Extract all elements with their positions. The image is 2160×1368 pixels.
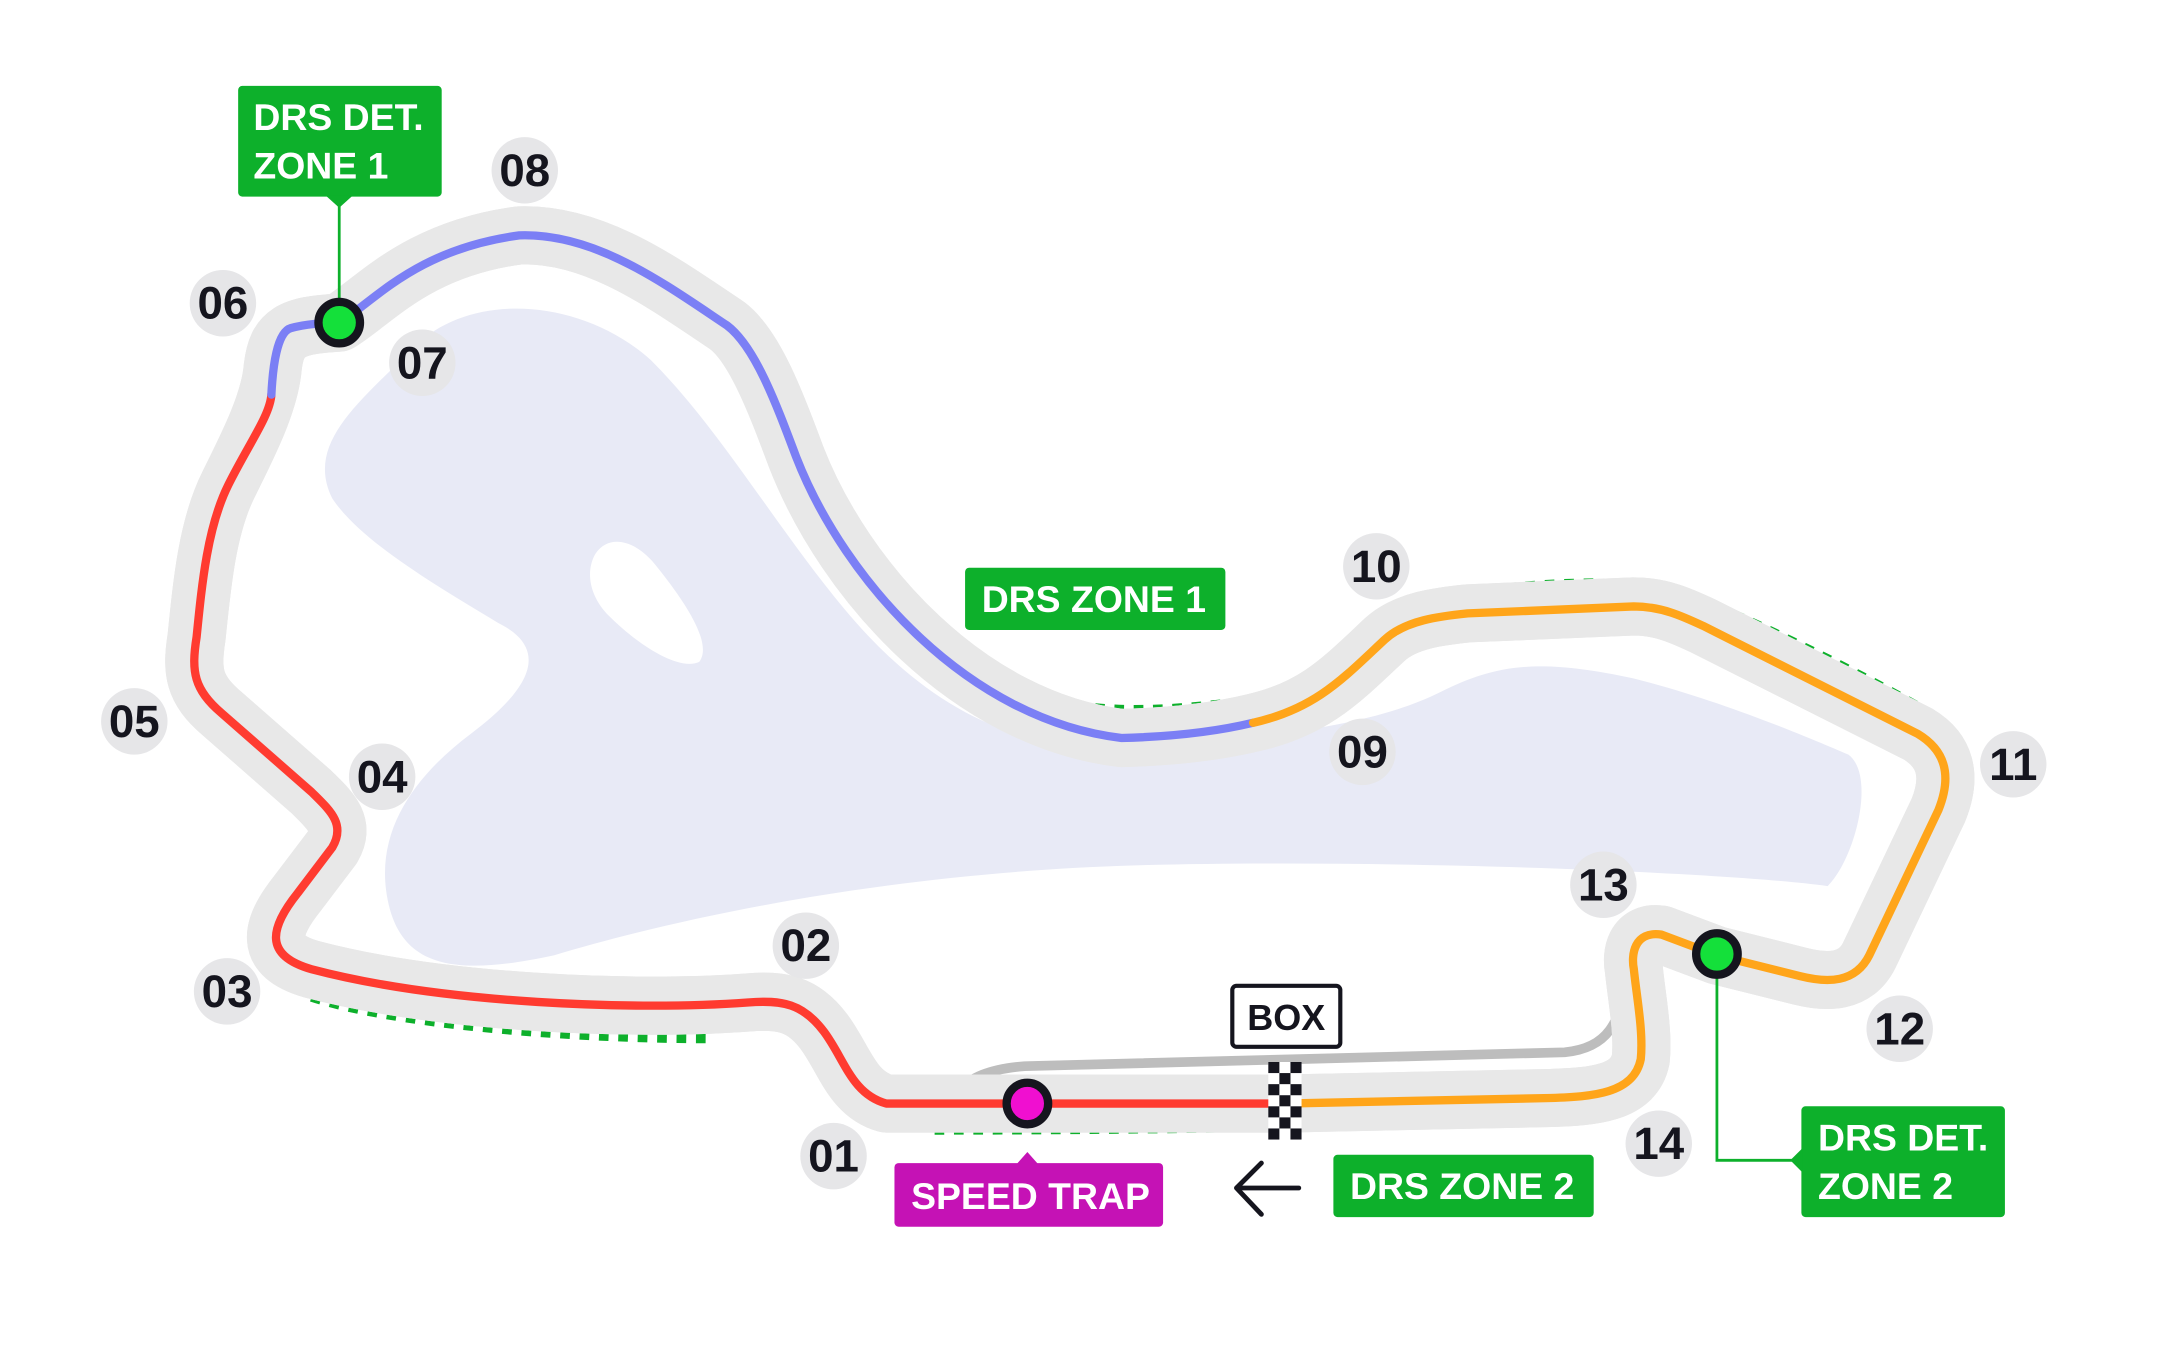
svg-text:01: 01 <box>808 1131 859 1182</box>
turn-03: 03 <box>193 958 261 1025</box>
svg-text:05: 05 <box>109 696 160 747</box>
speed-trap-point[interactable] <box>1002 1078 1053 1129</box>
turn-13: 13 <box>1570 851 1637 918</box>
svg-text:04: 04 <box>357 751 408 802</box>
turn-07: 07 <box>389 329 456 396</box>
svg-text:03: 03 <box>202 966 253 1017</box>
sector-3 <box>1248 602 1950 1108</box>
svg-text:13: 13 <box>1578 859 1629 910</box>
svg-text:08: 08 <box>499 145 550 196</box>
turn-09: 09 <box>1329 718 1396 786</box>
svg-text:11: 11 <box>1989 739 2037 790</box>
turn-04: 04 <box>348 743 416 810</box>
svg-text:ZONE 1: ZONE 1 <box>253 145 388 187</box>
svg-text:DRS ZONE 2: DRS ZONE 2 <box>1350 1165 1574 1207</box>
island <box>590 541 703 664</box>
drs-zone-1-label: DRS ZONE 1 <box>965 567 1226 630</box>
drs-det-2-leader <box>1715 955 1800 1162</box>
turn-01: 01 <box>800 1122 867 1190</box>
lake <box>324 308 1862 966</box>
sector-1 <box>190 390 1290 1108</box>
svg-text:07: 07 <box>397 337 448 388</box>
speed-trap-label: SPEED TRAP <box>894 1152 1164 1227</box>
drs-detection-point-1[interactable] <box>314 297 365 348</box>
svg-text:09: 09 <box>1337 726 1388 777</box>
svg-text:SPEED TRAP: SPEED TRAP <box>911 1175 1150 1217</box>
drs-detection-point-2[interactable] <box>1692 929 1742 979</box>
turn-02: 02 <box>772 912 840 979</box>
turn-08: 08 <box>491 137 558 204</box>
turn-10: 10 <box>1343 533 1410 600</box>
svg-text:14: 14 <box>1633 1118 1684 1169</box>
drs-det-zone-2-label: DRS DET. ZONE 2 <box>1790 1106 2005 1218</box>
turn-05: 05 <box>101 688 168 755</box>
box-label: BOX <box>1230 983 1343 1049</box>
svg-text:DRS DET.: DRS DET. <box>1818 1117 1988 1159</box>
drs-zone-2-label: DRS ZONE 2 <box>1333 1154 1594 1218</box>
svg-text:ZONE 2: ZONE 2 <box>1818 1165 1953 1207</box>
turn-12: 12 <box>1866 995 1933 1062</box>
svg-text:02: 02 <box>780 920 831 971</box>
svg-text:06: 06 <box>198 278 249 329</box>
svg-text:12: 12 <box>1874 1003 1925 1054</box>
arrow-left-icon <box>1234 1160 1302 1217</box>
checkered-flag-icon <box>1268 1062 1302 1146</box>
turn-06: 06 <box>189 270 257 337</box>
svg-text:10: 10 <box>1351 541 1402 592</box>
drs-det-zone-1-label: DRS DET. ZONE 1 <box>238 85 442 208</box>
svg-text:DRS DET.: DRS DET. <box>253 96 423 138</box>
svg-text:DRS ZONE 1: DRS ZONE 1 <box>982 578 1206 620</box>
turn-14: 14 <box>1625 1110 1692 1177</box>
svg-text:BOX: BOX <box>1247 997 1325 1038</box>
turn-11: 11 <box>1980 731 2047 798</box>
